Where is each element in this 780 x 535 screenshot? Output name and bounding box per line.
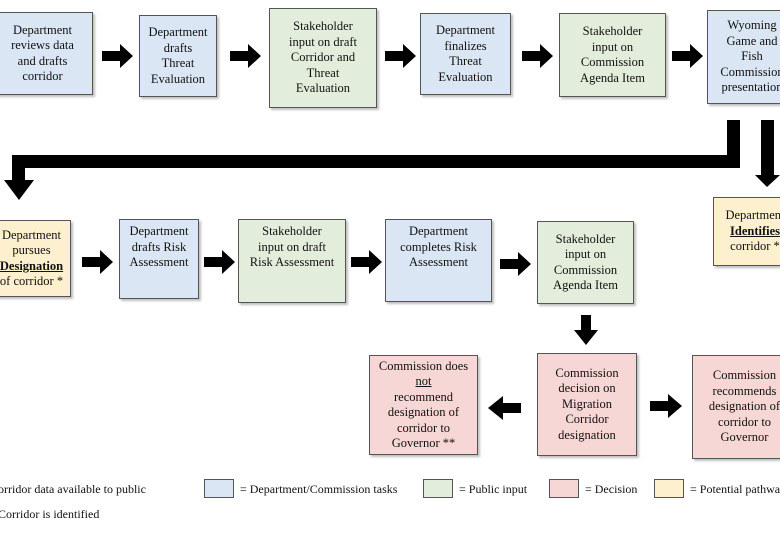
arrow-down-icon xyxy=(4,180,34,200)
step-label: Stakeholder input on Commission Agenda I… xyxy=(580,24,645,85)
step-label: Commission does xyxy=(378,358,469,373)
legend-label-decision: = Decision xyxy=(585,482,638,496)
step-label: of corridor * xyxy=(0,274,64,288)
step-label: Wyoming Game and Fish Commission present… xyxy=(720,18,780,95)
arrow-right-icon xyxy=(230,44,261,68)
step-label: Stakeholder input on draft Risk Assessme… xyxy=(249,224,335,269)
decision-recommends: Commission recommends designation of cor… xyxy=(692,355,780,459)
legend-swatch-tasks xyxy=(204,479,234,498)
step-label: Department drafts Threat Evaluation xyxy=(148,25,208,86)
return-line xyxy=(12,155,740,168)
step-label: corridor * xyxy=(730,239,780,254)
step-label: Department reviews data and drafts corri… xyxy=(11,22,74,84)
step-stakeholder-input-agenda-1: Stakeholder input on Commission Agenda I… xyxy=(559,13,666,97)
arrow-right-icon xyxy=(204,250,235,274)
step-drafts-risk-assessment: Department drafts Risk Assessment xyxy=(119,219,199,299)
arrow-left-icon xyxy=(488,396,521,420)
arrow-right-icon xyxy=(500,252,531,276)
step-label: Department drafts Risk Assessment xyxy=(129,224,189,269)
step-label: Department pursues xyxy=(1,227,61,258)
decision-not-recommend: Commission does not recommend designatio… xyxy=(369,355,478,455)
step-reviews-data: Department reviews data and drafts corri… xyxy=(0,12,93,95)
decision-commission: Commission decision on Migration Corrido… xyxy=(537,353,637,456)
step-label: Department xyxy=(725,208,780,223)
step-label: Stakeholder input on Commission Agenda I… xyxy=(553,231,618,293)
step-stakeholder-input-corridor: Stakeholder input on draft Corridor and … xyxy=(269,8,377,108)
step-label-emphasis: not xyxy=(415,374,432,388)
pathway-pursues-designation: Department pursues Designation of corrid… xyxy=(0,220,71,297)
step-label: Department finalizes Threat Evaluation xyxy=(435,23,495,84)
footnote-identified: Corridor is identified xyxy=(0,507,100,521)
down-line xyxy=(761,120,774,178)
arrow-right-icon xyxy=(672,44,703,68)
legend-label-public-input: = Public input xyxy=(459,482,528,496)
step-label: recommend designation of corridor to Gov… xyxy=(387,389,460,451)
arrow-right-icon xyxy=(385,44,416,68)
legend-swatch-public-input xyxy=(423,479,453,498)
legend-swatch-decision xyxy=(549,479,579,498)
step-label: Stakeholder input on draft Corridor and … xyxy=(288,19,358,96)
arrow-right-icon xyxy=(522,44,553,68)
arrow-right-icon xyxy=(650,394,682,418)
arrow-right-icon xyxy=(102,44,133,68)
step-label: Commission decision on Migration Corrido… xyxy=(555,365,619,442)
step-label: Commission recommends designation of cor… xyxy=(708,368,780,445)
step-label-emphasis: Designation xyxy=(0,258,64,273)
step-finalizes-threat-evaluation: Department finalizes Threat Evaluation xyxy=(420,13,511,95)
step-label: Department completes Risk Assessment xyxy=(400,224,477,269)
step-stakeholder-input-agenda-2: Stakeholder input on Commission Agenda I… xyxy=(537,221,634,304)
legend-label-tasks: = Department/Commission tasks xyxy=(240,482,398,496)
step-completes-risk-assessment: Department completes Risk Assessment xyxy=(385,219,492,302)
pathway-identifies-corridor: Department Identifies corridor * xyxy=(713,197,780,266)
legend-swatch-pathway xyxy=(654,479,684,498)
arrow-down-icon xyxy=(755,175,780,187)
step-drafts-threat-evaluation: Department drafts Threat Evaluation xyxy=(139,15,217,97)
arrow-right-icon xyxy=(351,250,382,274)
return-line xyxy=(12,155,25,183)
step-label-emphasis: Identifies xyxy=(730,223,780,238)
step-stakeholder-input-risk: Stakeholder input on draft Risk Assessme… xyxy=(238,219,346,303)
step-commission-presentation: Wyoming Game and Fish Commission present… xyxy=(707,10,780,104)
footnote-public-data: orridor data available to public xyxy=(0,482,146,496)
arrow-right-icon xyxy=(82,250,113,274)
arrow-down-icon xyxy=(574,315,598,345)
legend-label-pathway: = Potential pathwa xyxy=(690,482,780,496)
